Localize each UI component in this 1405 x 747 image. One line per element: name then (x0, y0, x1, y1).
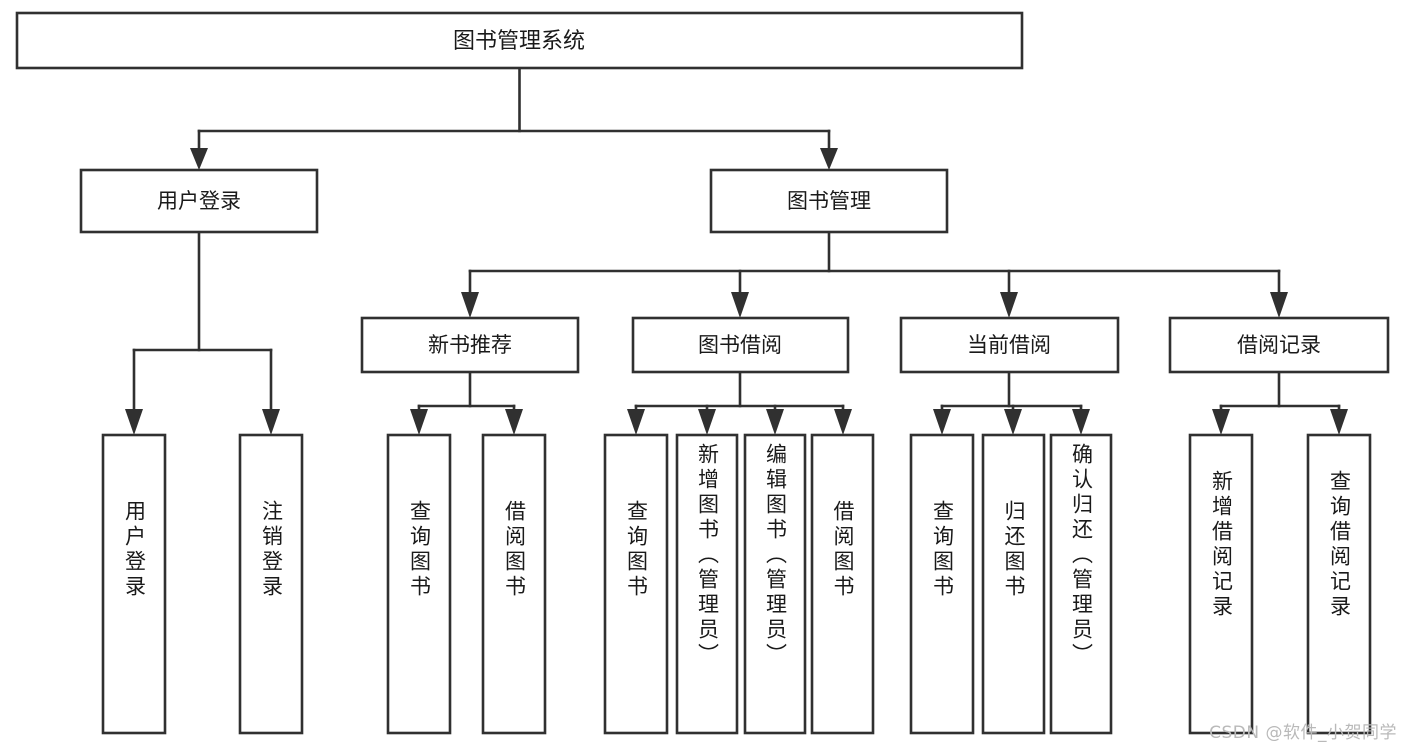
arrow-to-leaf-query-book-3 (933, 409, 951, 435)
arrow-to-new-book-recommend (461, 292, 479, 318)
node-leaf-query-book-1-box[interactable] (386, 433, 452, 735)
node-book-manage[interactable]: 图书管理 (709, 168, 949, 234)
node-root-box[interactable] (15, 11, 1024, 70)
arrow-to-current-borrow (1000, 292, 1018, 318)
arrow-to-leaf-query-book-2 (627, 409, 645, 435)
node-current-borrow-box[interactable] (899, 316, 1120, 374)
node-borrow-record-label: 借阅记录 (1237, 333, 1321, 357)
node-user-login-box[interactable] (79, 168, 319, 234)
node-new-book-recommend-label: 新书推荐 (428, 333, 512, 357)
node-new-book-recommend-box[interactable] (360, 316, 580, 374)
arrow-to-leaf-return-book (1004, 409, 1022, 435)
node-current-borrow[interactable]: 当前借阅 (899, 316, 1120, 374)
arrow-to-leaf-confirm-return (1072, 409, 1090, 435)
node-book-borrow-label: 图书借阅 (698, 333, 782, 357)
node-leaf-return-book-box[interactable] (981, 433, 1046, 735)
node-leaf-add-record-box[interactable] (1188, 433, 1254, 735)
node-leaf-confirm-return-box[interactable] (1049, 433, 1113, 735)
arrow-to-leaf-user-login (125, 409, 143, 435)
node-user-login-label: 用户登录 (157, 189, 241, 213)
node-root[interactable]: 图书管理系统 (15, 11, 1024, 70)
node-borrow-record-box[interactable] (1168, 316, 1390, 374)
node-leaf-query-book-3-box[interactable] (909, 433, 975, 735)
arrow-to-leaf-query-book-1 (410, 409, 428, 435)
arrow-to-leaf-borrow-book-2 (834, 409, 852, 435)
arrow-to-leaf-edit-book (766, 409, 784, 435)
arrow-to-book-manage (820, 148, 838, 170)
arrow-to-leaf-add-record (1212, 409, 1230, 435)
arrow-to-leaf-add-book (698, 409, 716, 435)
node-leaf-query-book-2-box[interactable] (603, 433, 669, 735)
node-leaf-edit-book-box[interactable] (743, 433, 807, 735)
node-root-label: 图书管理系统 (453, 29, 585, 54)
leaf-boxes-layer (101, 433, 1372, 735)
arrow-to-leaf-query-record (1330, 409, 1348, 435)
node-leaf-borrow-book-1-box[interactable] (481, 433, 547, 735)
arrow-to-book-borrow (731, 292, 749, 318)
node-leaf-borrow-book-2-box[interactable] (810, 433, 875, 735)
node-leaf-user-login-box[interactable] (101, 433, 167, 735)
node-current-borrow-label: 当前借阅 (967, 333, 1051, 357)
node-borrow-record[interactable]: 借阅记录 (1168, 316, 1390, 374)
arrow-to-borrow-record (1270, 292, 1288, 318)
arrow-to-leaf-logout (262, 409, 280, 435)
node-new-book-recommend[interactable]: 新书推荐 (360, 316, 580, 374)
arrow-to-leaf-borrow-book-1 (505, 409, 523, 435)
node-book-manage-label: 图书管理 (787, 189, 871, 213)
node-book-borrow-box[interactable] (631, 316, 850, 374)
node-user-login[interactable]: 用户登录 (79, 168, 319, 234)
node-leaf-query-record-box[interactable] (1306, 433, 1372, 735)
node-leaf-logout-box[interactable] (238, 433, 304, 735)
arrow-to-user-login (190, 148, 208, 170)
node-book-borrow[interactable]: 图书借阅 (631, 316, 850, 374)
connector-layer (125, 66, 1348, 435)
node-book-manage-box[interactable] (709, 168, 949, 234)
node-leaf-add-book-box[interactable] (675, 433, 739, 735)
